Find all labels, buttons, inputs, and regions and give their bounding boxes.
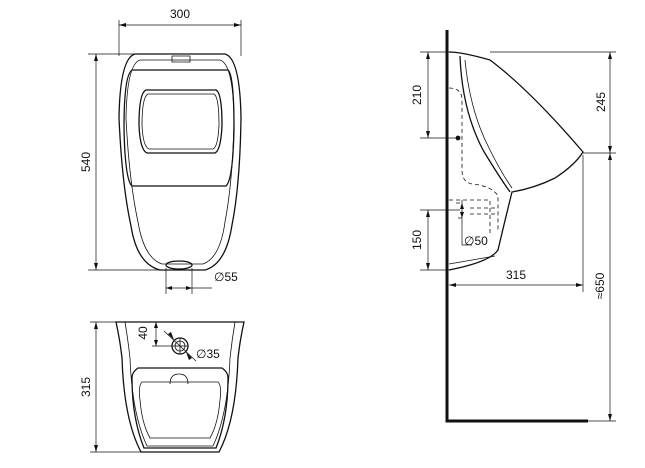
inlet-offset-label: 40 — [136, 326, 150, 340]
inlet-diameter-label: ∅35 — [196, 347, 220, 361]
side-view — [445, 30, 588, 423]
top-depth-dimension: 315 — [79, 321, 141, 453]
top-view — [115, 321, 245, 453]
side-lip-offset-dimension: 245 — [490, 51, 616, 154]
side-lip-height-dimension: ≈650 — [588, 153, 616, 422]
top-bowl-inner — [138, 381, 222, 439]
front-height-label: 540 — [79, 152, 93, 172]
top-depth-label: 315 — [79, 377, 93, 397]
front-inlet-slot — [171, 55, 191, 63]
front-width-dimension: 300 — [118, 7, 242, 56]
front-outer-outline — [118, 53, 242, 271]
side-back-cavity — [448, 87, 499, 232]
side-body-outline — [448, 51, 584, 271]
front-bowl-opening-inner — [141, 93, 220, 150]
side-inner-bowl — [464, 59, 513, 189]
front-view — [118, 53, 242, 271]
side-lip-height-label: ≈650 — [593, 272, 607, 299]
outlet-diameter-dimension: ∅55 — [165, 268, 238, 294]
top-inner-outline — [124, 321, 236, 447]
top-outer-outline — [115, 321, 245, 453]
side-projection-label: 315 — [506, 268, 526, 282]
inlet-diameter-dimension: ∅35 — [163, 330, 220, 362]
wall-and-floor — [445, 30, 588, 423]
top-drain-notch — [169, 373, 189, 385]
front-height-dimension: 540 — [79, 53, 160, 271]
side-inlet-height-dimension: 210 — [410, 51, 458, 139]
side-projection-dimension: 315 — [449, 155, 584, 292]
side-outlet-diameter-dimension: ∅50 — [460, 200, 488, 248]
side-front-lip — [459, 55, 511, 193]
side-outlet-height-label: 150 — [410, 230, 424, 250]
front-width-label: 300 — [170, 7, 190, 21]
front-bowl-opening — [138, 89, 223, 154]
side-back-cavity-lower — [449, 199, 491, 236]
front-outlet-hole — [165, 260, 193, 270]
inlet-offset-dimension: 40 — [136, 322, 172, 347]
top-bowl-outer — [131, 367, 229, 449]
outlet-diameter-label: ∅55 — [214, 270, 238, 284]
side-inlet-height-label: 210 — [410, 85, 424, 105]
side-outlet-height-dimension: 150 — [410, 209, 460, 271]
side-lower-base — [448, 255, 496, 265]
side-lip-offset-label: 245 — [594, 92, 608, 112]
side-outlet-pipe — [456, 202, 496, 219]
side-outlet-diameter-label: ∅50 — [464, 234, 488, 248]
front-bowl-outer — [123, 69, 235, 187]
